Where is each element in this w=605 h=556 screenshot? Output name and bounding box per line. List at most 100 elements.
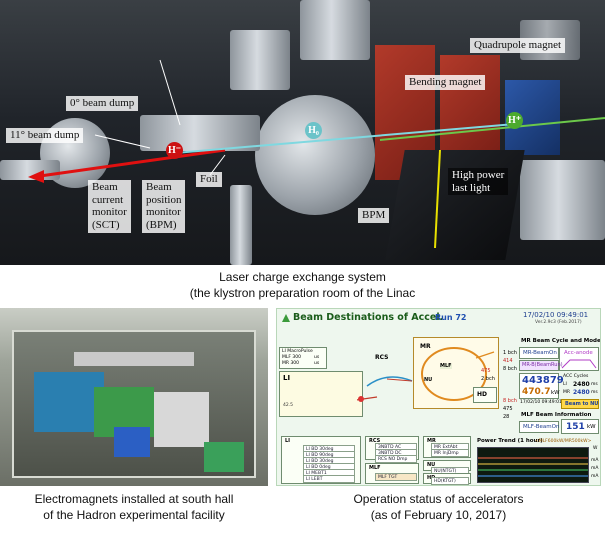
beam-position-monitor-label: Beam position monitor (BPM) bbox=[142, 180, 186, 233]
mr-bch: 1 bch bbox=[503, 350, 517, 356]
quadrupole-magnet-label: Quadrupole magnet bbox=[470, 38, 566, 53]
mlf-power-box: 151 kW bbox=[561, 419, 599, 434]
mlf-beamon-text: MLF-BeamOn bbox=[523, 424, 560, 430]
zero-degree-beam-dump-label: 0° beam dump bbox=[66, 96, 139, 111]
accelerator-status-panel: Beam Destinations of Accel. Run 72 17/02… bbox=[276, 308, 601, 486]
linac-mlf-pulse: MLF 300 bbox=[282, 355, 301, 360]
acc-anode-text: Acc-anode bbox=[564, 350, 593, 356]
power-trend-chart bbox=[477, 447, 589, 483]
h-minus-beam-line bbox=[39, 148, 226, 178]
linac-label: LI bbox=[283, 374, 291, 382]
acc-cycles-label: ACC Cycles bbox=[563, 374, 589, 379]
top-photo-caption: Laser charge exchange system (the klystr… bbox=[189, 270, 416, 300]
mlf-label: MLF bbox=[440, 363, 452, 369]
acc-cycle-mr-key: MR bbox=[563, 390, 571, 395]
status-small-time: 17/02/10 09:49:01 bbox=[520, 400, 562, 405]
mr-group-title: MR bbox=[427, 438, 436, 444]
h-plus-beam-line bbox=[379, 117, 605, 141]
dump11-leader bbox=[94, 134, 151, 149]
quadrupole-body-1 bbox=[440, 55, 500, 155]
hd-value-2: 28 bbox=[503, 414, 510, 420]
beam-paths bbox=[28, 59, 605, 249]
foil-leader bbox=[209, 154, 226, 176]
blue-magnet-block bbox=[34, 372, 104, 432]
experimental-pit bbox=[12, 330, 256, 478]
rcs-group-title: RCS bbox=[369, 438, 381, 444]
h-minus-ion-marker: H⁻ bbox=[166, 142, 183, 159]
beam-power-unit: kW bbox=[551, 390, 560, 396]
beam-pipe bbox=[74, 352, 194, 366]
linac-macropulse-label: LI MacroPulse bbox=[282, 349, 313, 354]
equipment-rack bbox=[520, 160, 605, 240]
linac-section-box: LI 42.5 bbox=[279, 371, 363, 417]
hd-label: HD bbox=[477, 391, 488, 398]
h-zero-ion-marker: H₀ bbox=[305, 122, 322, 139]
mlf-group-row: MLF TGT bbox=[375, 473, 417, 481]
bending-magnet-label: Bending magnet bbox=[405, 75, 486, 90]
hall-photo-caption: Electromagnets installed at south hall o… bbox=[34, 492, 234, 522]
power-trend-title: Power Trend (1 hour) bbox=[477, 438, 543, 444]
acc-cycle-li-unit: ms bbox=[591, 382, 598, 387]
power-trend-axis-ma-2: mA bbox=[591, 466, 599, 471]
beam-to-nu-badge: Beam to NU bbox=[561, 399, 599, 409]
hd-bch: 8 bch bbox=[503, 398, 517, 404]
foil-label: Foil bbox=[196, 172, 222, 187]
blue-yoke bbox=[114, 427, 150, 457]
vacuum-column bbox=[300, 0, 370, 60]
high-power-laser-label: High power last light bbox=[448, 168, 509, 196]
beam-current-monitor-label: Beam current monitor (SCT) bbox=[88, 180, 131, 233]
power-trend-unit: W bbox=[593, 446, 598, 451]
linac-mr-pulse: MR 300 bbox=[282, 361, 300, 366]
laser-path-line bbox=[434, 149, 441, 249]
rcs-group-row: RCS NO Dmp bbox=[375, 455, 417, 463]
hd-value-1: 475 bbox=[503, 406, 513, 412]
mr-label: MR bbox=[420, 343, 431, 350]
h-plus-ion-marker: H⁺ bbox=[506, 112, 523, 129]
h-zero-beam-line bbox=[174, 123, 516, 154]
mlf-power-unit: kW bbox=[587, 424, 596, 430]
mr-beamon-text: MR-BeamOn bbox=[523, 350, 557, 356]
green-tarp bbox=[204, 442, 244, 472]
laser-charge-exchange-photo: H⁻ H₀ H⁺ Quadrupole magnet Bending magne… bbox=[0, 0, 605, 265]
linac-mr-unit: us bbox=[314, 361, 320, 366]
beam-pipe-left bbox=[140, 115, 260, 151]
bpm-label: BPM bbox=[358, 208, 390, 223]
vacuum-chamber bbox=[255, 95, 375, 215]
mlf-kw-value: 475 bbox=[481, 368, 491, 374]
beam-counter-box: 443879 470.7 kW bbox=[519, 373, 564, 399]
power-trend-legend: <MLF600kW/MR500kW> bbox=[535, 439, 592, 444]
red-beam-arrowhead bbox=[28, 170, 44, 183]
mr-cycle-title: MR Beam Cycle and Mode bbox=[521, 338, 601, 344]
status-caption: Operation status of accelerators (as of … bbox=[353, 492, 524, 522]
beam-counter-value: 443879 bbox=[522, 375, 564, 386]
acc-anode-waveform bbox=[561, 359, 597, 369]
hd-section-box: HD bbox=[473, 387, 497, 403]
li-group-row: LI LEBT bbox=[303, 475, 355, 483]
mr-kw-value: 414 bbox=[503, 358, 513, 364]
beam-to-nu-text: Beam to NU bbox=[565, 401, 599, 407]
mr-beamon-indicator: MR-BeamOn bbox=[519, 347, 559, 359]
power-trend-lines bbox=[478, 457, 588, 477]
nu-group-title: NU bbox=[427, 462, 436, 468]
acc-anode-box: Acc-anode bbox=[559, 347, 599, 371]
linac-macropulse-box: LI MacroPulse MLF 300 us MR 300 us bbox=[279, 347, 327, 369]
eleven-degree-beam-dump-label: 11° beam dump bbox=[6, 128, 84, 143]
power-trend-axis-ma-1: mA bbox=[591, 458, 599, 463]
power-trend-axis-ma-3: mA bbox=[591, 474, 599, 479]
beam-power-value: 470.7 bbox=[522, 387, 551, 397]
support-leg bbox=[230, 185, 252, 265]
beam-line-schematic bbox=[357, 376, 413, 402]
hadron-hall-photo bbox=[0, 308, 268, 486]
accelerator-logo-icon bbox=[282, 314, 290, 322]
mr-group-row: MR InjDmp bbox=[431, 449, 469, 457]
rcs-label: RCS bbox=[375, 354, 389, 361]
vacuum-port bbox=[230, 30, 290, 90]
status-datetime: 17/02/10 09:49:01 bbox=[523, 311, 589, 319]
hd-group-row: HD(KTGT) bbox=[431, 477, 469, 485]
mlf-group-title: MLF bbox=[369, 465, 381, 471]
linac-mlf-unit: us bbox=[314, 355, 320, 360]
mlf-power-value: 151 bbox=[566, 422, 585, 432]
acc-cycle-li-value: 2480 bbox=[573, 381, 590, 388]
acc-cycle-li-key: LI bbox=[563, 382, 567, 387]
acc-cycle-mr-value: 2480 bbox=[573, 389, 590, 396]
